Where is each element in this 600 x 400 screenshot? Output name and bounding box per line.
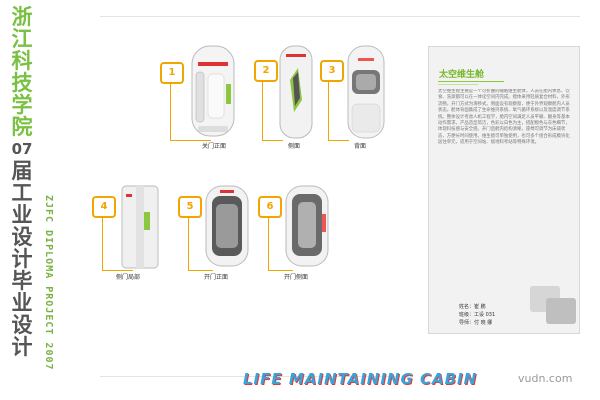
title-char: 设 bbox=[11, 225, 33, 249]
title-char: 毕 bbox=[11, 269, 33, 293]
title-char: 届 bbox=[11, 159, 33, 183]
title-char: 技 bbox=[11, 71, 33, 95]
view-number-badge: 1 bbox=[160, 62, 184, 84]
title-char: 业 bbox=[11, 291, 33, 315]
cabin-front-closed-image bbox=[191, 45, 235, 137]
view-caption: 侧面 bbox=[288, 143, 301, 150]
class-label: 班级： bbox=[459, 312, 475, 318]
description-body: 太空维生舱主要是一个可折叠的睡眠维生舱体，人员在舱内休息、饮食、洗漱都可以在一体… bbox=[438, 89, 570, 146]
title-char: 计 bbox=[11, 335, 33, 359]
title-char: 江 bbox=[11, 27, 33, 51]
view-number-badge: 5 bbox=[178, 196, 202, 218]
cabin-side-open-image bbox=[285, 185, 329, 267]
title-underline-short bbox=[438, 84, 478, 85]
title-char: 学 bbox=[11, 93, 33, 117]
view-panel-1: 1 关门正面 bbox=[158, 44, 258, 154]
cabin-front-open-image bbox=[205, 185, 249, 267]
callout-leader bbox=[188, 200, 213, 271]
callout-leader bbox=[262, 62, 283, 141]
view-panel-4: 4 侧门局部 bbox=[90, 184, 170, 281]
designer-value: 崔 鹏 bbox=[474, 304, 486, 310]
title-char: 浙 bbox=[11, 5, 33, 29]
view-caption: 背面 bbox=[354, 143, 367, 150]
watermark-text: vudn.com bbox=[518, 372, 573, 385]
designer-label: 姓名： bbox=[459, 304, 475, 310]
view-panel-6: 6 开门侧面 bbox=[258, 184, 338, 281]
panel-title: 太空维生舱 bbox=[439, 70, 485, 80]
title-char: 科 bbox=[11, 49, 33, 73]
view-caption: 关门正面 bbox=[202, 143, 227, 150]
title-char: 工 bbox=[11, 181, 33, 205]
view-number-badge: 4 bbox=[92, 196, 116, 218]
view-panel-5: 5 开门正面 bbox=[178, 184, 258, 281]
view-number-badge: 6 bbox=[258, 196, 282, 218]
project-label: ZJFC DIPLOMA PROJECT 2007 bbox=[43, 195, 54, 371]
class-row: 班级：工设 031 bbox=[459, 311, 495, 318]
view-caption: 开门正面 bbox=[204, 274, 229, 281]
bottom-divider bbox=[100, 376, 400, 377]
decor-square bbox=[546, 298, 576, 324]
cabin-side-image bbox=[279, 45, 313, 139]
advisor-label: 导师： bbox=[459, 320, 475, 326]
view-number-badge: 2 bbox=[254, 60, 278, 82]
callout-leader bbox=[170, 64, 211, 141]
view-caption: 侧门局部 bbox=[116, 274, 141, 281]
advisor-value: 付 晓 娜 bbox=[474, 320, 493, 326]
title-char: 设 bbox=[11, 313, 33, 337]
title-char: 07 bbox=[11, 140, 33, 158]
designer-row: 姓名：崔 鹏 bbox=[459, 303, 486, 310]
side-door-detail-image bbox=[121, 185, 159, 269]
view-panel-3: 3 背面 bbox=[320, 44, 390, 154]
callout-leader bbox=[268, 200, 293, 271]
class-value: 工设 031 bbox=[474, 312, 496, 318]
view-panel-2: 2 侧面 bbox=[254, 44, 324, 154]
title-char: 院 bbox=[11, 115, 33, 139]
advisor-row: 导师：付 晓 娜 bbox=[459, 319, 492, 326]
callout-leader bbox=[328, 62, 349, 141]
cabin-back-image bbox=[347, 45, 385, 139]
title-underline bbox=[438, 81, 504, 82]
title-char: 业 bbox=[11, 203, 33, 227]
view-number-badge: 3 bbox=[320, 60, 344, 82]
title-char: 计 bbox=[11, 247, 33, 271]
view-caption: 开门侧面 bbox=[284, 274, 309, 281]
footer-title: LIFE MAINTAINING CABIN bbox=[243, 370, 478, 388]
top-divider bbox=[100, 16, 580, 17]
callout-leader bbox=[102, 200, 133, 271]
